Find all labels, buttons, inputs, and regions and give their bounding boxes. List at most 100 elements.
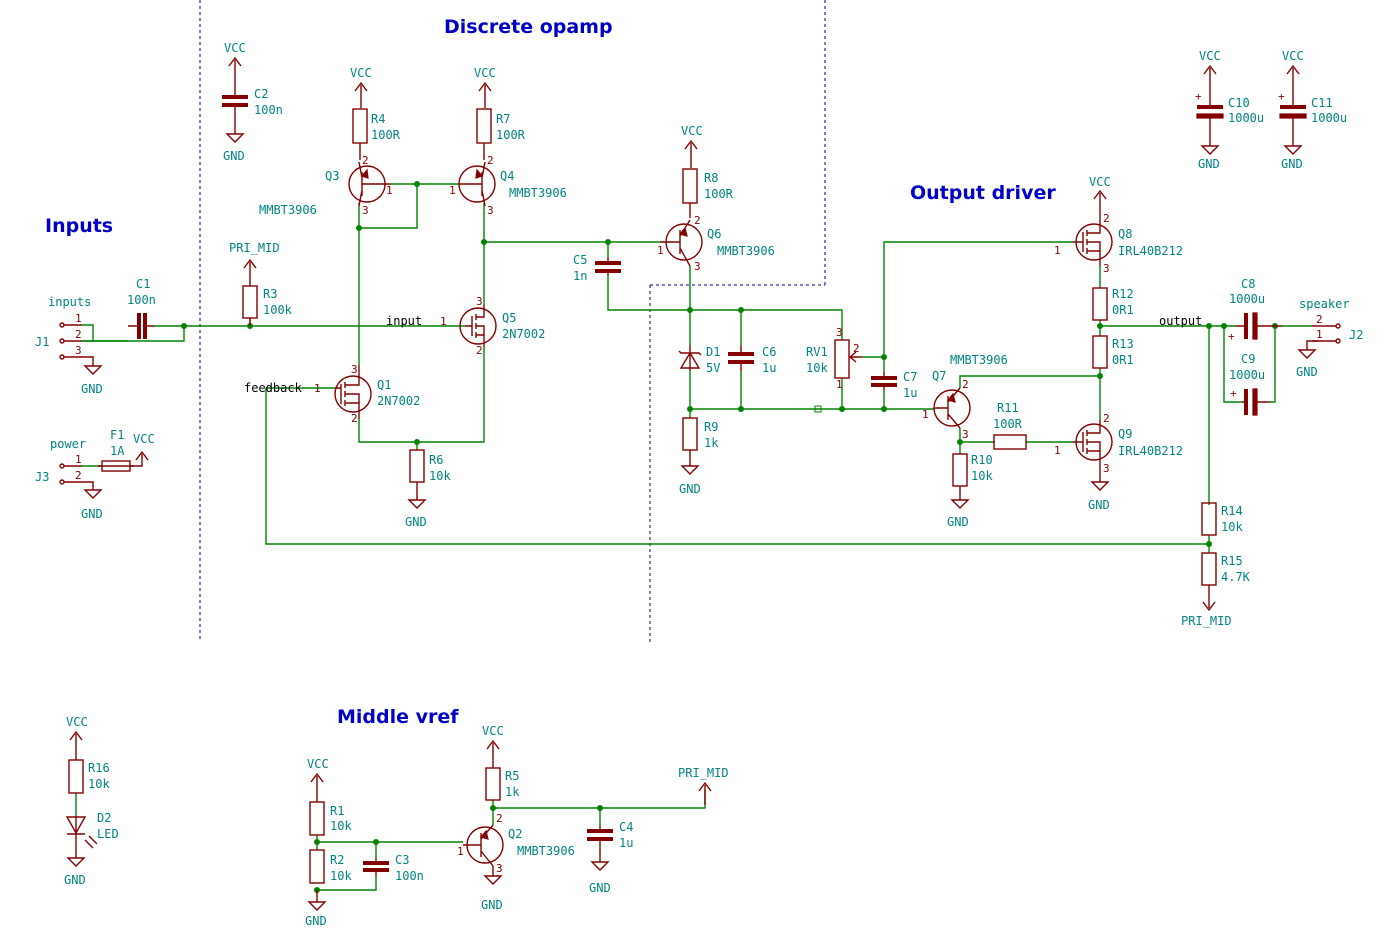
svg-text:PRI_MID: PRI_MID <box>1181 614 1232 628</box>
svg-text:2: 2 <box>496 812 503 825</box>
svg-text:Q4: Q4 <box>500 169 514 183</box>
svg-text:GND: GND <box>64 873 86 887</box>
j2-ref: J2 <box>1349 328 1363 342</box>
svg-text:R13: R13 <box>1112 337 1134 351</box>
svg-text:LED: LED <box>97 827 119 841</box>
svg-text:10k: 10k <box>330 869 352 883</box>
svg-text:2: 2 <box>362 154 369 167</box>
svg-text:R11: R11 <box>997 401 1019 415</box>
svg-text:1: 1 <box>314 382 321 395</box>
svg-text:VCC: VCC <box>224 41 246 55</box>
svg-text:C2: C2 <box>254 87 268 101</box>
svg-text:C8: C8 <box>1241 277 1255 291</box>
heading-inputs: Inputs <box>45 215 113 237</box>
heading-discrete-opamp: Discrete opamp <box>444 16 613 38</box>
svg-text:VCC: VCC <box>133 432 155 446</box>
svg-text:1: 1 <box>657 244 664 257</box>
j3-pin1: 1 <box>75 453 82 466</box>
resistors <box>68 108 1217 884</box>
pin-numbers: 1 2 3 1 2 3 1 3 2 1 3 2 1 2 3 1 2 3 1 2 … <box>314 154 1110 875</box>
svg-text:PRI_MID: PRI_MID <box>678 766 729 780</box>
svg-text:1A: 1A <box>110 444 125 458</box>
svg-text:VCC: VCC <box>1089 175 1111 189</box>
svg-text:R10: R10 <box>971 453 993 467</box>
svg-text:Q6: Q6 <box>707 227 721 241</box>
svg-text:1: 1 <box>836 378 843 391</box>
svg-text:10k: 10k <box>1221 520 1243 534</box>
svg-text:10k: 10k <box>88 777 110 791</box>
svg-text:2: 2 <box>476 344 483 357</box>
svg-text:0R1: 0R1 <box>1112 303 1134 317</box>
svg-text:1000u: 1000u <box>1228 111 1264 125</box>
j2-pin2: 2 <box>1316 313 1323 326</box>
svg-text:Q5: Q5 <box>502 311 516 325</box>
svg-text:R5: R5 <box>505 769 519 783</box>
svg-text:C7: C7 <box>903 370 917 384</box>
svg-text:1: 1 <box>449 184 456 197</box>
svg-text:+: + <box>1195 90 1202 103</box>
svg-text:1000u: 1000u <box>1229 368 1265 382</box>
svg-text:GND: GND <box>81 382 103 396</box>
svg-text:4.7K: 4.7K <box>1221 570 1251 584</box>
svg-text:C9: C9 <box>1241 352 1255 366</box>
svg-text:Q8: Q8 <box>1118 227 1132 241</box>
svg-text:D1: D1 <box>706 345 720 359</box>
svg-text:3: 3 <box>836 326 843 339</box>
svg-text:GND: GND <box>481 898 503 912</box>
svg-text:C11: C11 <box>1311 96 1333 110</box>
svg-text:R12: R12 <box>1112 287 1134 301</box>
j2-pin1: 1 <box>1316 328 1323 341</box>
svg-text:1: 1 <box>457 845 464 858</box>
svg-text:Q1: Q1 <box>377 378 391 392</box>
svg-text:R8: R8 <box>704 171 718 185</box>
svg-text:100n: 100n <box>395 869 424 883</box>
svg-text:VCC: VCC <box>1199 49 1221 63</box>
net-label-feedback: feedback <box>244 381 303 395</box>
svg-text:Q9: Q9 <box>1118 427 1132 441</box>
svg-text:5V: 5V <box>706 361 720 375</box>
svg-text:C1: C1 <box>136 277 150 291</box>
svg-text:GND: GND <box>305 914 327 928</box>
svg-text:0R1: 0R1 <box>1112 353 1134 367</box>
diodes <box>65 345 702 849</box>
svg-text:3: 3 <box>496 862 503 875</box>
svg-text:R16: R16 <box>88 761 110 775</box>
j1-pin3: 3 <box>75 344 82 357</box>
svg-text:R9: R9 <box>704 420 718 434</box>
heading-middle-vref: Middle vref <box>337 706 459 728</box>
svg-text:R14: R14 <box>1221 504 1243 518</box>
svg-text:10k: 10k <box>971 469 993 483</box>
svg-text:R2: R2 <box>330 853 344 867</box>
svg-text:100R: 100R <box>704 187 734 201</box>
capacitors: + + + + <box>128 88 1307 876</box>
svg-text:3: 3 <box>694 260 701 273</box>
svg-text:PRI_MID: PRI_MID <box>229 241 280 255</box>
svg-text:C4: C4 <box>619 820 633 834</box>
svg-text:+: + <box>1230 387 1237 400</box>
svg-text:3: 3 <box>351 363 358 376</box>
svg-text:GND: GND <box>1198 157 1220 171</box>
svg-text:100R: 100R <box>993 417 1023 431</box>
svg-text:2: 2 <box>694 214 701 227</box>
svg-text:1: 1 <box>440 315 447 328</box>
svg-text:MMBT3906: MMBT3906 <box>509 186 567 200</box>
svg-text:100k: 100k <box>263 303 293 317</box>
section-borders <box>199 0 826 642</box>
svg-text:3: 3 <box>1103 462 1110 475</box>
svg-text:100R: 100R <box>371 128 401 142</box>
svg-text:100R: 100R <box>496 128 526 142</box>
j1-ref: J1 <box>35 335 49 349</box>
svg-text:1000u: 1000u <box>1229 292 1265 306</box>
svg-text:1u: 1u <box>903 386 917 400</box>
svg-text:GND: GND <box>947 515 969 529</box>
svg-text:+: + <box>1228 330 1235 343</box>
svg-text:2: 2 <box>853 342 860 355</box>
svg-text:3: 3 <box>962 428 969 441</box>
svg-text:D2: D2 <box>97 811 111 825</box>
svg-text:C10: C10 <box>1228 96 1250 110</box>
svg-text:MMBT3906: MMBT3906 <box>517 844 575 858</box>
j3-ref: J3 <box>35 470 49 484</box>
j3-value: power <box>50 437 86 451</box>
svg-text:3: 3 <box>487 204 494 217</box>
svg-text:2: 2 <box>351 412 358 425</box>
